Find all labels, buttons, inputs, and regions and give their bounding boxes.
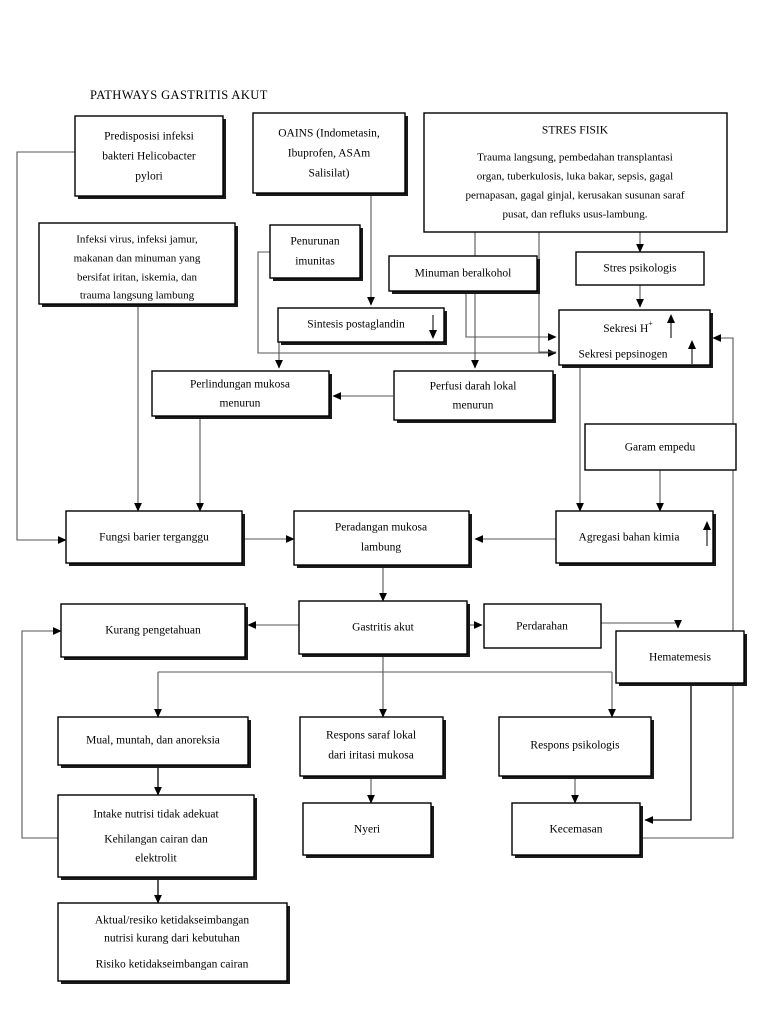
node-infeksi-line-1: Infeksi virus, infeksi jamur,	[76, 234, 198, 246]
node-sekresi-line-2: Sekresi pepsinogen	[578, 349, 667, 361]
trend-up-icon-pepsinogen	[688, 340, 696, 364]
node-infeksi-line-2: makanan dan minuman yang	[74, 253, 201, 265]
node-kurang-pengetahuan[interactable]: Kurang pengetahuan	[60, 603, 248, 660]
node-aktual-line-1: Aktual/resiko ketidakseimbangan	[95, 915, 250, 927]
node-perlindungan-mukosa[interactable]: Perlindungan mukosa menurun	[151, 370, 332, 419]
node-oains-line-1: OAINS (Indometasin,	[278, 128, 380, 140]
node-stres-psikologis-label: Stres psikologis	[603, 263, 677, 275]
node-infeksi-virus[interactable]: Infeksi virus, infeksi jamur, makanan da…	[38, 222, 238, 307]
node-respons-psikologis-label: Respons psikologis	[530, 740, 620, 752]
node-garam-empedu[interactable]: Garam empedu	[584, 423, 737, 471]
connector-penurunan-imunitas-to-sekresi	[257, 251, 557, 357]
node-perfusi-line-2: menurun	[453, 400, 494, 412]
node-perdarahan[interactable]: Perdarahan	[483, 603, 602, 649]
node-intake-line-4: elektrolit	[135, 853, 177, 865]
node-oains-line-3: Salisilat)	[309, 168, 350, 180]
node-hematemesis[interactable]: Hematemesis	[615, 630, 747, 686]
node-aktual-resiko[interactable]: Aktual/resiko ketidakseimbangan nutrisi …	[57, 902, 290, 984]
node-respons-saraf-line-1: Respons saraf lokal	[326, 730, 416, 742]
node-oains-line-2: Ibuprofen, ASAm	[288, 148, 370, 160]
node-penurunan-line-2: imunitas	[295, 256, 335, 268]
node-penurunan-line-1: Penurunan	[290, 236, 339, 248]
connector-hematemesis-to-kecemasan	[644, 686, 692, 824]
node-nyeri-label: Nyeri	[354, 824, 380, 836]
node-kecemasan-label: Kecemasan	[550, 824, 603, 836]
node-peradangan-line-2: lambung	[361, 542, 401, 554]
node-garam-empedu-label: Garam empedu	[625, 442, 696, 454]
connector-minuman-to-sekresi	[465, 288, 557, 341]
node-respons-saraf-lokal[interactable]: Respons saraf lokal dari iritasi mukosa	[299, 716, 446, 779]
node-stres-fisik-line-4: pusat, dan refluks usus-lambung.	[502, 209, 647, 221]
node-fungsi-barier-label: Fungsi barier terganggu	[99, 532, 209, 544]
node-respons-saraf-line-2: dari iritasi mukosa	[328, 750, 414, 762]
node-predisposisi-line-2: bakteri Helicobacter	[102, 151, 196, 163]
node-peradangan-line-1: Peradangan mukosa	[335, 522, 427, 534]
node-hematemesis-label: Hematemesis	[649, 652, 711, 664]
node-agregasi-label: Agregasi bahan kimia	[579, 532, 680, 544]
node-peradangan-mukosa[interactable]: Peradangan mukosa lambung	[293, 510, 472, 568]
node-mual-muntah[interactable]: Mual, muntah, dan anoreksia	[57, 716, 251, 768]
node-penurunan-imunitas[interactable]: Penurunan imunitas	[269, 224, 363, 281]
node-stres-fisik-line-3: pernapasan, gagal ginjal, kerusakan susu…	[465, 190, 684, 202]
connector-kecemasan-to-sekresi	[639, 334, 734, 839]
node-minuman-beralkohol[interactable]: Minuman beralkohol	[388, 255, 540, 294]
node-stres-fisik[interactable]: STRES FISIK Trauma langsung, pembedahan …	[423, 112, 728, 233]
node-perfusi-line-1: Perfusi darah lokal	[430, 381, 517, 393]
node-intake-line-1: Intake nutrisi tidak adekuat	[93, 809, 219, 821]
node-sekresi[interactable]: Sekresi H+ Sekresi pepsinogen	[558, 309, 713, 368]
node-nyeri[interactable]: Nyeri	[302, 802, 434, 858]
node-perlindungan-line-1: Perlindungan mukosa	[190, 379, 290, 391]
node-predisposisi-infeksi[interactable]: Predisposisi infeksi bakteri Helicobacte…	[74, 115, 226, 199]
node-fungsi-barier[interactable]: Fungsi barier terganggu	[65, 510, 245, 566]
node-sintesis-label: Sintesis postaglandin	[307, 319, 405, 331]
connector-predisposisi-to-fungsi-barier	[16, 151, 75, 544]
node-infeksi-line-4: trauma langsung lambung	[80, 290, 195, 302]
node-infeksi-line-3: bersifat iritan, iskemia, dan	[77, 272, 198, 284]
connector-intake-to-kurang-pengetahuan	[21, 627, 62, 839]
node-layer: Predisposisi infeksi bakteri Helicobacte…	[38, 112, 747, 984]
node-perlindungan-line-2: menurun	[220, 398, 261, 410]
node-sekresi-line-1: Sekresi H+	[603, 319, 653, 334]
trend-up-icon-agregasi	[703, 521, 711, 546]
node-stres-fisik-line-2: organ, tuberkulosis, luka bakar, sepsis,…	[477, 171, 673, 183]
node-mual-muntah-label: Mual, muntah, dan anoreksia	[86, 735, 220, 747]
node-kurang-pengetahuan-label: Kurang pengetahuan	[105, 625, 201, 637]
node-intake-nutrisi[interactable]: Intake nutrisi tidak adekuat Kehilangan …	[57, 794, 257, 880]
node-stres-fisik-line-1: Trauma langsung, pembedahan transplantas…	[477, 152, 673, 164]
node-sintesis-postaglandin[interactable]: Sintesis postaglandin	[277, 307, 447, 345]
node-agregasi-bahan-kimia[interactable]: Agregasi bahan kimia	[555, 510, 716, 566]
connector-stres-fisik-to-sekresi	[538, 232, 556, 353]
node-aktual-line-4: Risiko ketidakseimbangan cairan	[96, 959, 249, 971]
node-respons-psikologis[interactable]: Respons psikologis	[498, 716, 654, 779]
node-oains[interactable]: OAINS (Indometasin, Ibuprofen, ASAm Sali…	[252, 112, 408, 196]
node-aktual-line-2: nutrisi kurang dari kebutuhan	[104, 933, 240, 945]
trend-up-icon-h	[667, 314, 675, 338]
connector-perdarahan-to-hematemesis	[601, 620, 682, 629]
node-perfusi-darah[interactable]: Perfusi darah lokal menurun	[393, 370, 556, 423]
trend-down-icon	[429, 315, 437, 339]
node-kecemasan[interactable]: Kecemasan	[511, 802, 643, 858]
node-perdarahan-label: Perdarahan	[516, 621, 568, 633]
node-stres-fisik-heading: STRES FISIK	[542, 125, 609, 137]
node-intake-line-3: Kehilangan cairan dan	[104, 834, 208, 846]
node-predisposisi-line-1: Predisposisi infeksi	[104, 131, 194, 143]
node-gastritis-akut[interactable]: Gastritis akut	[298, 600, 470, 657]
page-title: PATHWAYS GASTRITIS AKUT	[90, 88, 268, 102]
node-predisposisi-line-3: pylori	[135, 171, 162, 183]
node-stres-psikologis[interactable]: Stres psikologis	[575, 251, 705, 286]
node-minuman-label: Minuman beralkohol	[415, 268, 512, 280]
node-gastritis-akut-label: Gastritis akut	[352, 622, 414, 634]
